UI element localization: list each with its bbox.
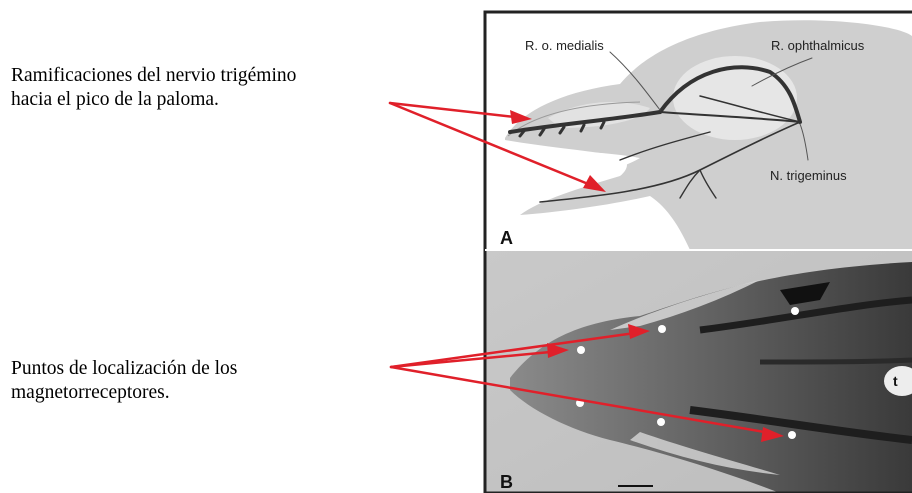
receptor-dot-5 bbox=[657, 418, 665, 426]
label-ophthalmicus: R. ophthalmicus bbox=[771, 38, 865, 53]
panel-b-letter: B bbox=[500, 472, 513, 492]
panel-a: R. o. medialis R. ophthalmicus N. trigem… bbox=[485, 12, 912, 250]
marker-t: t bbox=[893, 373, 898, 389]
receptor-dot-6 bbox=[788, 431, 796, 439]
receptor-text-line-2: magnetorreceptores. bbox=[11, 382, 170, 403]
label-trigeminus: N. trigeminus bbox=[770, 168, 847, 183]
receptor-dot-1 bbox=[577, 346, 585, 354]
panel-a-letter: A bbox=[500, 228, 513, 248]
nerve-text-line-2: hacia el pico de la paloma. bbox=[11, 89, 219, 110]
label-medialis: R. o. medialis bbox=[525, 38, 604, 53]
nerve-text-line-1: Ramificaciones del nervio trigémino bbox=[11, 65, 296, 86]
receptor-dot-3 bbox=[791, 307, 799, 315]
panel-b: t B bbox=[485, 250, 912, 493]
beak-dark-stripe-3 bbox=[760, 360, 912, 362]
receptor-text-line-1: Puntos de localización de los bbox=[11, 358, 237, 379]
receptor-dot-2 bbox=[658, 325, 666, 333]
